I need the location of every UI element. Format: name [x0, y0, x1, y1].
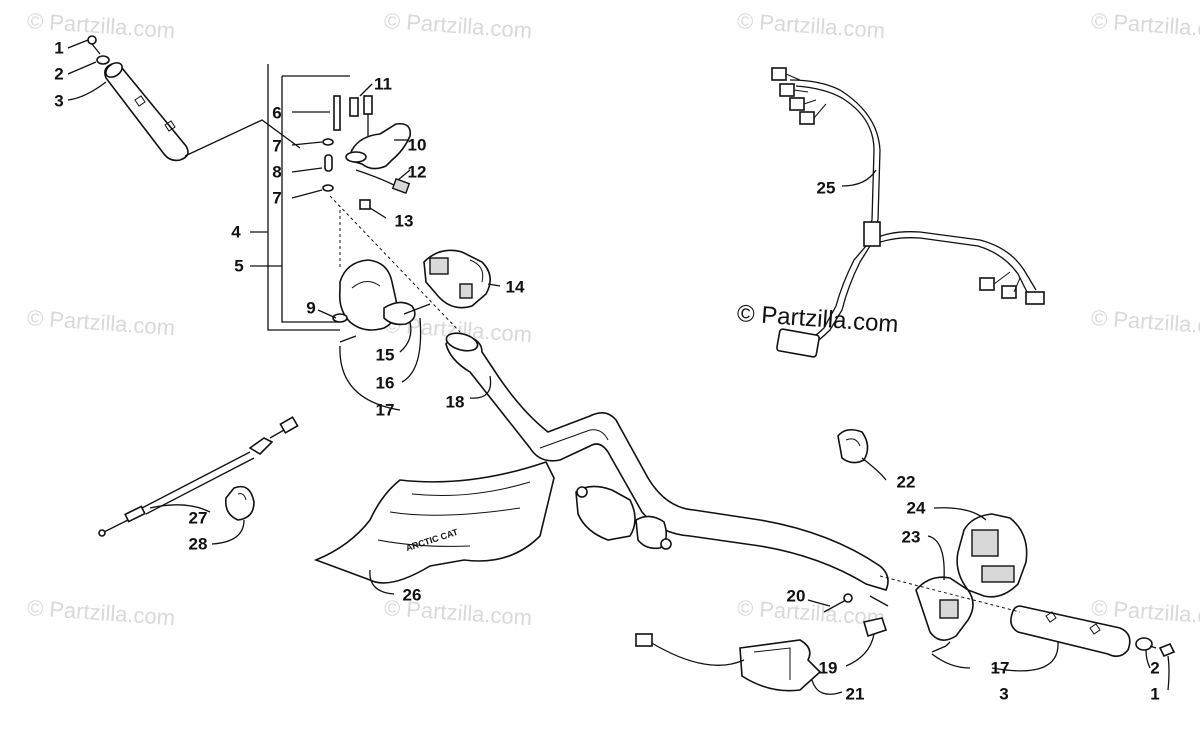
callout-1-bottom: 1 — [1150, 684, 1160, 704]
callout-6: 6 — [272, 103, 282, 123]
callout-8: 8 — [272, 162, 282, 182]
callout-19: 19 — [818, 658, 838, 678]
left-grip — [87, 35, 189, 162]
left-switch — [423, 249, 491, 309]
handlebar-pad: ARCTIC CAT — [313, 461, 555, 584]
callout-1-top: 1 — [54, 38, 64, 58]
callout-24: 24 — [906, 498, 926, 518]
right-lower-parts — [635, 593, 889, 692]
callout-5: 5 — [234, 256, 244, 276]
callout-23: 23 — [901, 527, 921, 547]
callout-2-bottom: 2 — [1150, 658, 1160, 678]
callout-15: 15 — [375, 345, 395, 365]
callout-4: 4 — [231, 222, 241, 242]
callout-28: 28 — [188, 534, 208, 554]
callout-7b: 7 — [272, 188, 282, 208]
callout-13: 13 — [394, 211, 414, 231]
callout-25: 25 — [816, 178, 836, 198]
callout-11: 11 — [374, 74, 392, 94]
throttle-cable — [98, 416, 299, 537]
callout-2-top: 2 — [54, 64, 64, 84]
callout-27: 27 — [188, 508, 208, 528]
callout-3-bottom: 3 — [999, 684, 1009, 704]
callout-12: 12 — [407, 162, 427, 182]
callout-21: 21 — [845, 684, 865, 704]
callout-9: 9 — [306, 298, 316, 318]
callout-3-top: 3 — [54, 91, 64, 111]
callout-17-left: 17 — [375, 400, 395, 420]
callout-14: 14 — [505, 277, 525, 297]
throttle-housing — [332, 259, 431, 343]
callout-26: 26 — [402, 585, 422, 605]
callout-7a: 7 — [272, 136, 282, 156]
wiring-harness — [771, 67, 1045, 358]
callout-20: 20 — [786, 586, 806, 606]
callout-16: 16 — [375, 373, 395, 393]
throttle-lever — [322, 95, 412, 270]
callout-18: 18 — [445, 392, 465, 412]
callout-22: 22 — [896, 472, 916, 492]
callout-17-right: 17 — [990, 658, 1010, 678]
right-side-parts — [837, 428, 1176, 658]
handlebar — [445, 332, 889, 591]
callout-10: 10 — [407, 135, 427, 155]
